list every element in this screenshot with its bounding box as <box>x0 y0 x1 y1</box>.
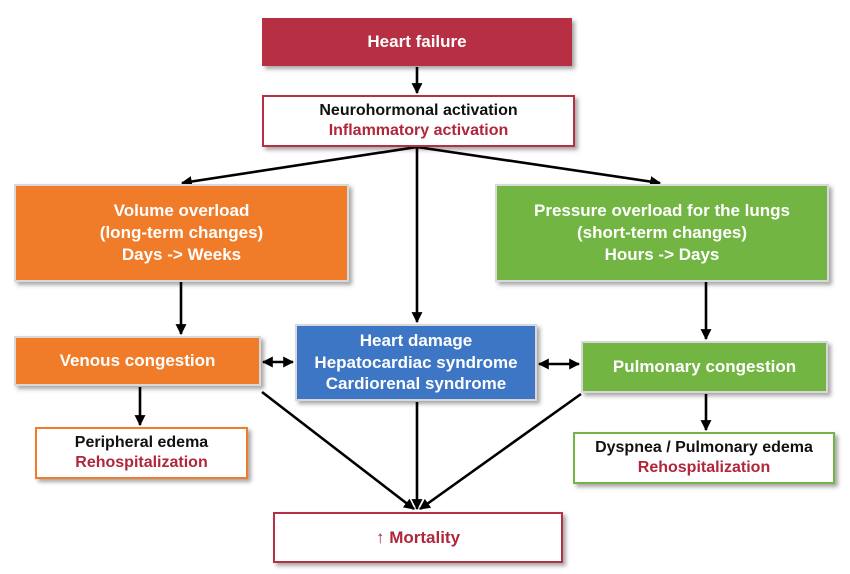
arrow-venous-to-mortality <box>261 390 415 511</box>
rehospitalization-left-label: Rehospitalization <box>75 454 208 471</box>
arrow-activation-to-volume <box>180 145 418 187</box>
heart-damage-box: Heart damage Hepatocardiac syndrome Card… <box>295 324 537 401</box>
activation-box: Neurohormonal activation Inflammatory ac… <box>262 95 575 147</box>
rehospitalization-right-label: Rehospitalization <box>637 459 771 476</box>
pressure-overload-timescale: Hours -> Days <box>604 244 720 264</box>
mortality-label: Mortality <box>389 527 461 547</box>
hepatocardiac-label: Hepatocardiac syndrome <box>314 352 518 372</box>
arrow-activation-to-pressure <box>416 145 662 187</box>
heart-failure-label: Heart failure <box>367 32 467 52</box>
neurohormonal-label: Neurohormonal activation <box>319 101 518 119</box>
volume-overload-timescale: Days -> Weeks <box>121 244 242 264</box>
pressure-overload-box: Pressure overload for the lungs (short-t… <box>495 184 829 282</box>
dyspnea-label: Dyspnea / Pulmonary edema <box>595 438 813 456</box>
venous-congestion-box: Venous congestion <box>14 336 261 386</box>
peripheral-edema-label: Peripheral edema <box>74 433 209 451</box>
volume-overload-title: Volume overload <box>113 201 250 221</box>
heart-damage-title: Heart damage <box>359 330 473 350</box>
pressure-overload-title: Pressure overload for the lungs <box>533 201 790 221</box>
arrow-pulmonary-to-mortality <box>419 392 582 511</box>
mortality-box: ↑ Mortality <box>273 512 563 563</box>
heart-failure-box: Heart failure <box>262 18 572 66</box>
dyspnea-box: Dyspnea / Pulmonary edema Rehospitalizat… <box>573 432 835 484</box>
venous-congestion-label: Venous congestion <box>59 351 216 371</box>
up-arrow-icon: ↑ <box>375 527 385 547</box>
inflammatory-label: Inflammatory activation <box>328 122 509 139</box>
pulmonary-congestion-label: Pulmonary congestion <box>612 357 797 377</box>
volume-overload-box: Volume overload (long-term changes) Days… <box>14 184 349 282</box>
pulmonary-congestion-box: Pulmonary congestion <box>581 341 828 393</box>
peripheral-edema-box: Peripheral edema Rehospitalization <box>35 427 248 479</box>
cardiorenal-label: Cardiorenal syndrome <box>325 374 507 394</box>
volume-overload-subtitle: (long-term changes) <box>99 223 264 243</box>
pressure-overload-subtitle: (short-term changes) <box>576 223 748 243</box>
